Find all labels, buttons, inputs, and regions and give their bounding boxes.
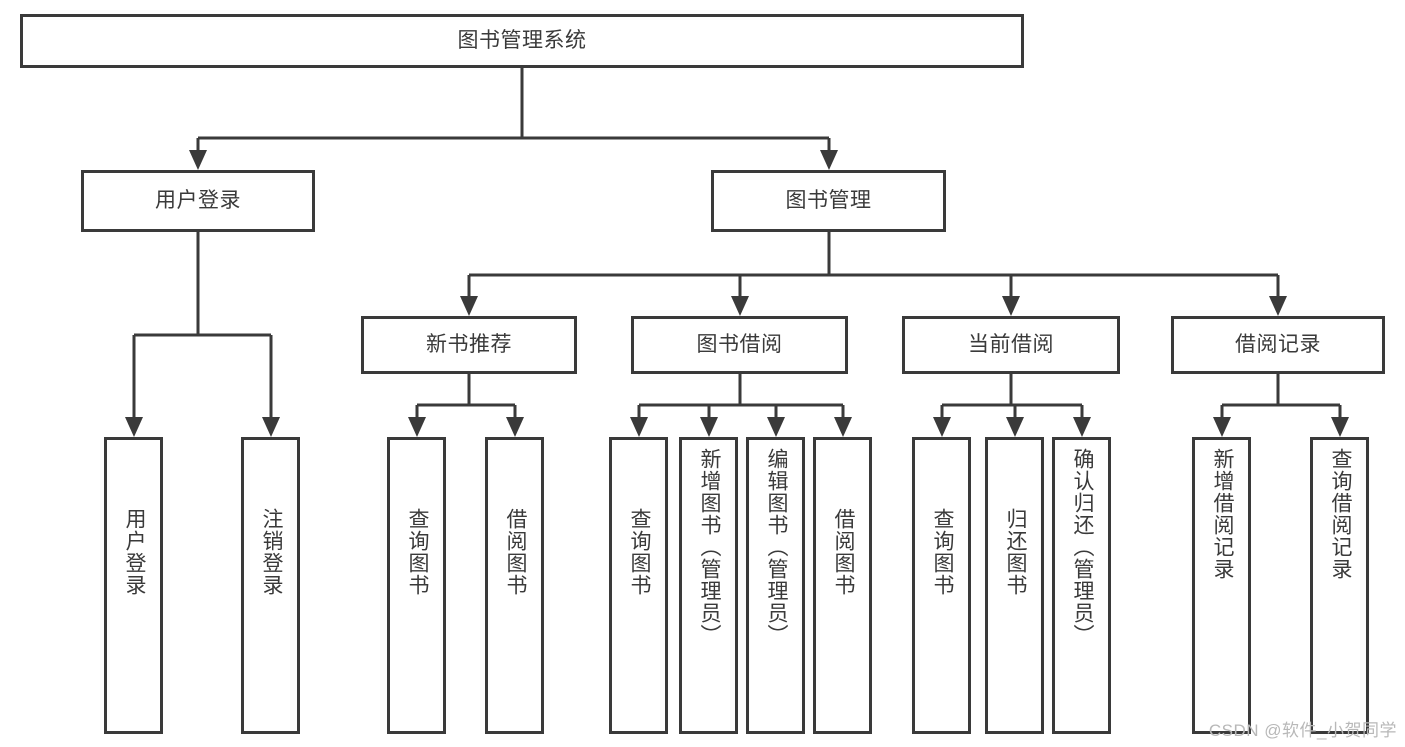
node-label: 新书推荐: [426, 333, 512, 357]
node-label: 查询图书: [405, 508, 429, 596]
edge-arrowhead: [506, 417, 524, 437]
edge-arrowhead: [1331, 417, 1349, 437]
node-leaf-bo-add[interactable]: 新增图书（管理员）: [679, 437, 738, 734]
node-label: 查询借阅记录: [1328, 448, 1352, 580]
edge-arrowhead: [125, 417, 143, 437]
node-leaf-bo-q[interactable]: 查询图书: [609, 437, 668, 734]
node-leaf-cu-q[interactable]: 查询图书: [912, 437, 971, 734]
node-label: 确认归还（管理员）: [1070, 448, 1094, 646]
node-label: 编辑图书（管理员）: [764, 448, 788, 646]
edge-group-current: [933, 374, 1091, 437]
edge-arrowhead: [731, 296, 749, 316]
node-current[interactable]: 当前借阅: [902, 316, 1120, 374]
edge-arrowhead: [1213, 417, 1231, 437]
edge-group-borrow: [630, 374, 852, 437]
node-label: 查询图书: [930, 508, 954, 596]
node-newbook[interactable]: 新书推荐: [361, 316, 577, 374]
node-label: 归还图书: [1003, 508, 1027, 596]
node-label: 注销登录: [259, 508, 283, 596]
node-leaf-login[interactable]: 用户登录: [104, 437, 163, 734]
node-bookmgmt[interactable]: 图书管理: [711, 170, 946, 232]
node-label: 图书借阅: [696, 333, 783, 357]
edge-group-root: [189, 68, 838, 170]
node-label: 图书管理系统: [457, 29, 587, 53]
node-label: 借阅记录: [1235, 333, 1321, 357]
node-login[interactable]: 用户登录: [81, 170, 315, 232]
edge-group-records: [1213, 374, 1349, 437]
node-label: 当前借阅: [968, 333, 1054, 357]
node-leaf-re-q[interactable]: 查询借阅记录: [1310, 437, 1369, 734]
edge-arrowhead: [767, 417, 785, 437]
node-label: 新增图书（管理员）: [697, 448, 721, 646]
node-label: 用户登录: [155, 189, 241, 213]
edge-arrowhead: [460, 296, 478, 316]
edge-group-login: [125, 232, 280, 437]
node-leaf-nb-b[interactable]: 借阅图书: [485, 437, 544, 734]
edge-arrowhead: [262, 417, 280, 437]
edge-arrowhead: [1073, 417, 1091, 437]
node-label: 借阅图书: [831, 508, 855, 596]
node-borrow[interactable]: 图书借阅: [631, 316, 848, 374]
node-leaf-nb-q[interactable]: 查询图书: [387, 437, 446, 734]
node-leaf-bo-ed[interactable]: 编辑图书（管理员）: [746, 437, 805, 734]
edge-arrowhead: [820, 150, 838, 170]
edge-arrowhead: [630, 417, 648, 437]
node-label: 图书管理: [785, 189, 872, 213]
node-leaf-cu-c[interactable]: 确认归还（管理员）: [1052, 437, 1111, 734]
node-leaf-cu-r[interactable]: 归还图书: [985, 437, 1044, 734]
node-root[interactable]: 图书管理系统: [20, 14, 1024, 68]
node-label: 查询图书: [627, 508, 651, 596]
edge-group-bookmgmt: [460, 232, 1287, 316]
edge-arrowhead: [700, 417, 718, 437]
node-label: 新增借阅记录: [1210, 448, 1234, 580]
edge-arrowhead: [1002, 296, 1020, 316]
edge-arrowhead: [834, 417, 852, 437]
node-leaf-logout[interactable]: 注销登录: [241, 437, 300, 734]
edge-group-newbook: [408, 374, 524, 437]
edge-arrowhead: [408, 417, 426, 437]
node-label: 借阅图书: [503, 508, 527, 596]
node-records[interactable]: 借阅记录: [1171, 316, 1385, 374]
edge-arrowhead: [1269, 296, 1287, 316]
edge-arrowhead: [1006, 417, 1024, 437]
node-leaf-re-add[interactable]: 新增借阅记录: [1192, 437, 1251, 734]
node-leaf-bo-br[interactable]: 借阅图书: [813, 437, 872, 734]
edge-arrowhead: [933, 417, 951, 437]
node-label: 用户登录: [122, 508, 146, 596]
edge-arrowhead: [189, 150, 207, 170]
watermark-label: CSDN @软件_小贺同学: [1208, 721, 1397, 740]
